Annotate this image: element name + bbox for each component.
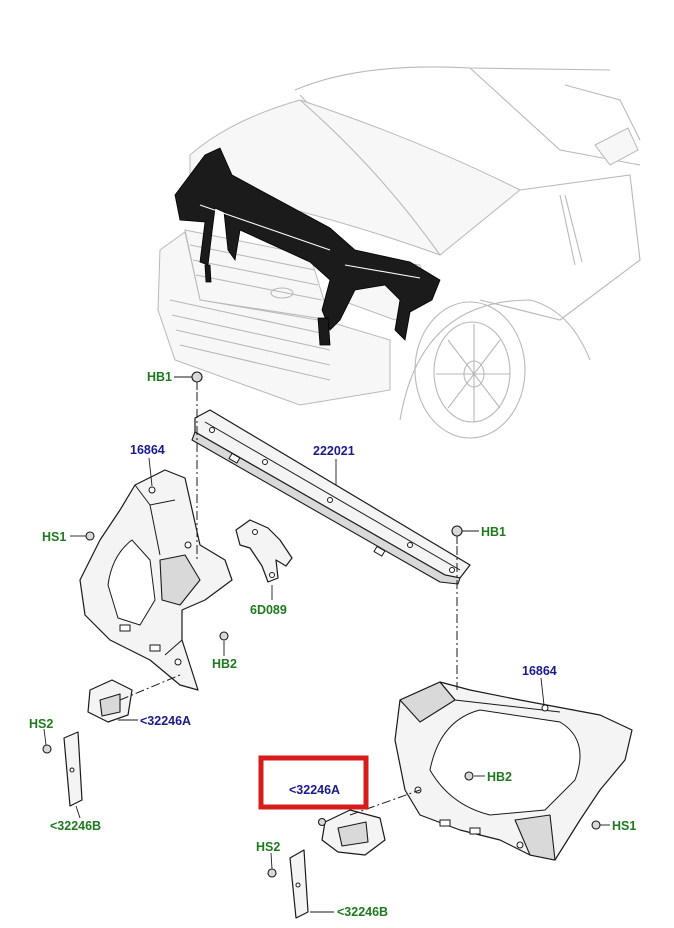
- highlight-box: [258, 755, 369, 810]
- clip-32246a-right: [321, 809, 386, 856]
- strap-32246b-right: [289, 849, 309, 919]
- callout-hs1-left: HS1: [42, 530, 66, 544]
- callout-hb1-top: HB1: [147, 370, 172, 384]
- fasteners: [42, 371, 601, 878]
- callout-222021: 222021: [313, 444, 355, 458]
- callout-hs2-left: HS2: [29, 717, 53, 731]
- callout-32246b-left: <32246B: [50, 819, 101, 833]
- callout-hs1-right: HS1: [612, 819, 636, 833]
- callout-16864-right: 16864: [522, 664, 557, 678]
- callout-16864-left: 16864: [130, 443, 165, 457]
- bracket-left-16864: [79, 469, 233, 691]
- callout-hb2-right: HB2: [487, 770, 512, 784]
- vehicle-front-illustration: [157, 66, 641, 439]
- leader-lines: [43, 376, 610, 913]
- callout-32246a-highlighted: <32246A: [289, 783, 340, 797]
- callout-6d089: 6D089: [250, 603, 287, 617]
- assembly-centre-lines: [119, 392, 458, 816]
- strap-32246b-left: [63, 731, 83, 807]
- callout-hs2-right: HS2: [256, 840, 280, 854]
- clip-32246a-left: [87, 679, 133, 723]
- callout-32246a-left: <32246A: [140, 714, 191, 728]
- crossmember-222021: [191, 409, 471, 585]
- callout-hb1-right: HB1: [481, 525, 506, 539]
- bracket-right-16864: [394, 681, 633, 861]
- callout-hb2-left: HB2: [212, 657, 237, 671]
- callout-labels: HB1 222021 16864 HS1 HB1 6D089 HB2 HS2 <…: [29, 370, 636, 919]
- bracket-6d089: [235, 519, 293, 583]
- callout-32246b-right: <32246B: [337, 905, 388, 919]
